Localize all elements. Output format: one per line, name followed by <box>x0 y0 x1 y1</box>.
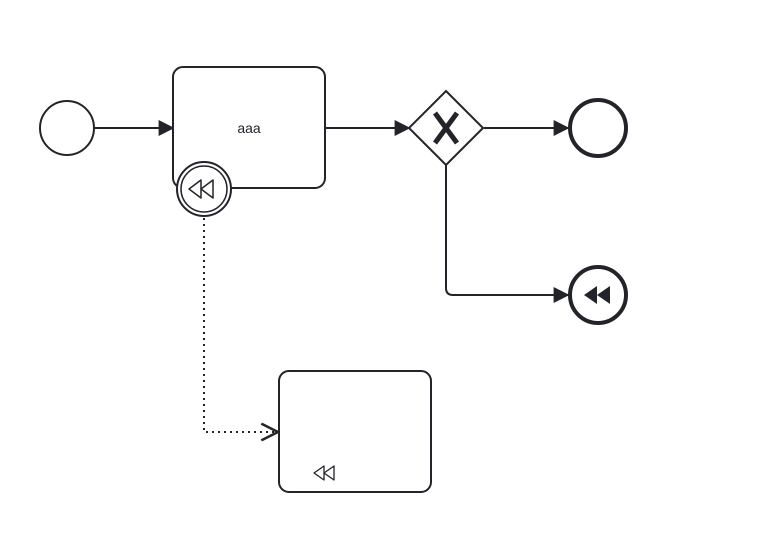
compensation-boundary-event[interactable] <box>176 161 232 217</box>
compensation-task[interactable] <box>278 370 432 493</box>
compensation-end-event[interactable] <box>568 265 628 325</box>
compensation-rewind-icon <box>188 179 214 199</box>
compensation-filled-rewind-icon <box>584 286 610 304</box>
end-event[interactable] <box>568 98 628 158</box>
task-aaa[interactable]: aaa <box>172 66 326 189</box>
compensation-association[interactable] <box>203 218 278 432</box>
sequence-flow-gateway-to-compensation-end[interactable] <box>445 165 570 303</box>
compensation-marker-icon <box>313 465 335 481</box>
exclusive-gateway[interactable] <box>407 89 485 167</box>
start-event[interactable] <box>39 100 95 156</box>
gateway-x-marker <box>432 111 460 145</box>
task-label: aaa <box>237 120 261 136</box>
